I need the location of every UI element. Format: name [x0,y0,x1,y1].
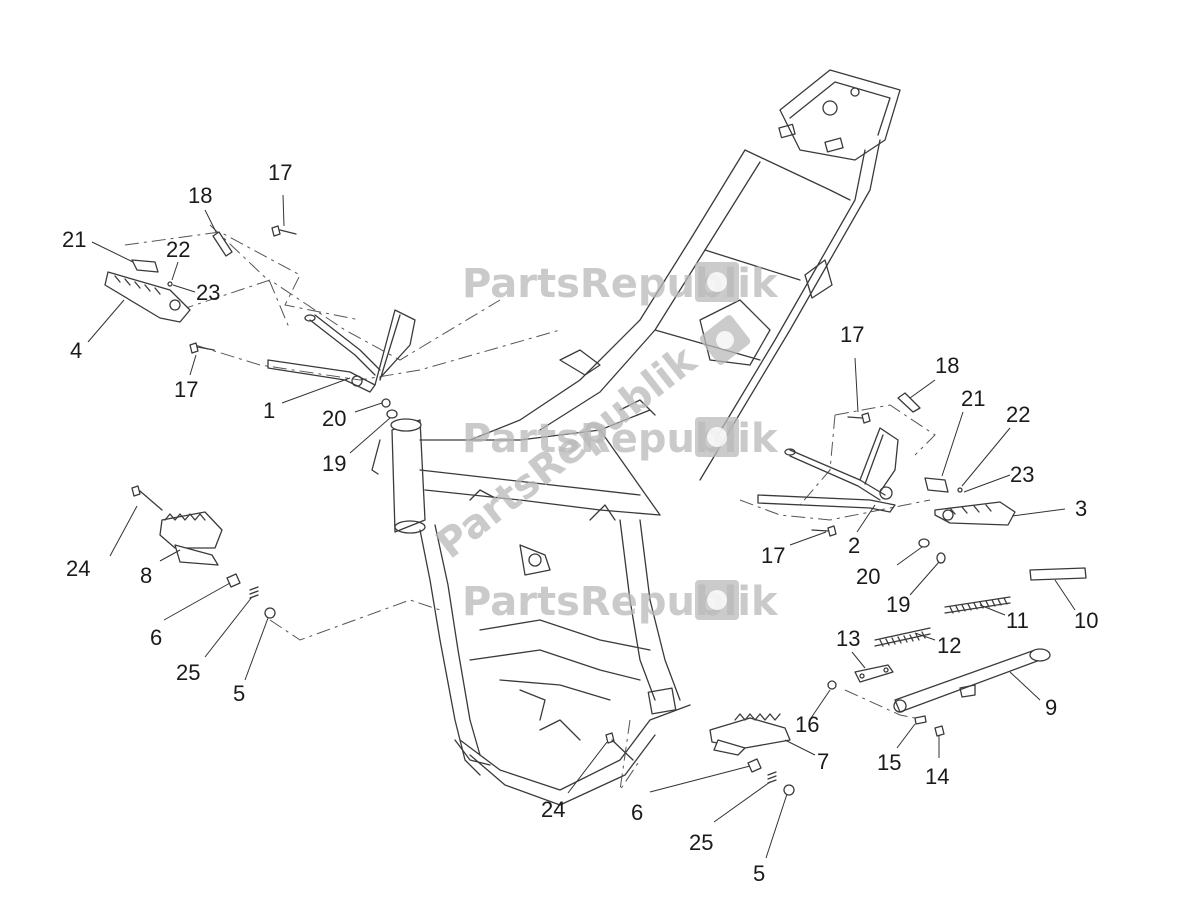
callout-21: 21 [961,386,985,411]
callout-12: 12 [937,633,961,658]
left-rear-footrest-bracket [267,309,416,393]
callout-25: 25 [176,660,200,685]
callout-23: 23 [1010,462,1034,487]
callout-19: 19 [322,451,346,476]
callout-3: 3 [1075,496,1087,521]
callout-5: 5 [753,861,765,886]
watermark-gear-icon [695,417,739,457]
spring-short [874,627,931,647]
callout-9: 9 [1045,695,1057,720]
callout-17: 17 [268,160,292,185]
callout-18: 18 [188,183,212,208]
assembly-lines [124,224,936,791]
callout-24: 24 [66,556,90,581]
right-rider-footpeg [709,713,791,756]
callout-6: 6 [631,800,643,825]
callout-16: 16 [795,712,819,737]
left-rider-footpeg [159,511,223,566]
callout-11: 11 [1006,608,1029,633]
right-rear-footrest-bracket [757,427,899,513]
watermark-gear-icon [699,315,751,365]
watermark-group: PartsRepublik PartsRepublik PartsRepubli… [428,261,779,625]
callout-5: 5 [233,681,245,706]
spring-long [944,596,1011,614]
callout-24: 24 [541,797,565,822]
callout-22: 22 [1006,402,1030,427]
watermark-gear-icon [695,262,739,302]
callout-14: 14 [925,764,949,789]
callout-22: 22 [166,237,190,262]
callout-17: 17 [761,543,785,568]
callout-6: 6 [150,625,162,650]
hardware-parts [131,225,963,796]
callout-25: 25 [689,830,713,855]
callout-20: 20 [322,406,346,431]
callout-13: 13 [836,626,860,651]
callout-20: 20 [856,564,880,589]
callout-8: 8 [140,563,152,588]
callout-21: 21 [62,227,86,252]
callout-10: 10 [1074,608,1098,633]
callout-7: 7 [817,749,829,774]
callout-1: 1 [263,398,275,423]
stand-plate [854,664,894,683]
callout-labels: 1 2 3 4 5 5 6 6 7 8 9 10 11 12 13 14 15 … [62,160,1098,886]
callout-2: 2 [848,533,860,558]
left-passenger-peg [104,259,191,323]
callout-23: 23 [196,280,220,305]
right-passenger-peg [924,477,1016,526]
watermark-gear-icon [695,580,739,620]
callout-19: 19 [886,592,910,617]
side-stand [893,648,1051,713]
callout-4: 4 [70,338,82,363]
callout-17: 17 [174,377,198,402]
callout-17: 17 [840,322,864,347]
stand-pin [1029,567,1087,581]
leader-lines [87,194,1076,859]
callout-18: 18 [935,353,959,378]
callout-15: 15 [877,750,901,775]
